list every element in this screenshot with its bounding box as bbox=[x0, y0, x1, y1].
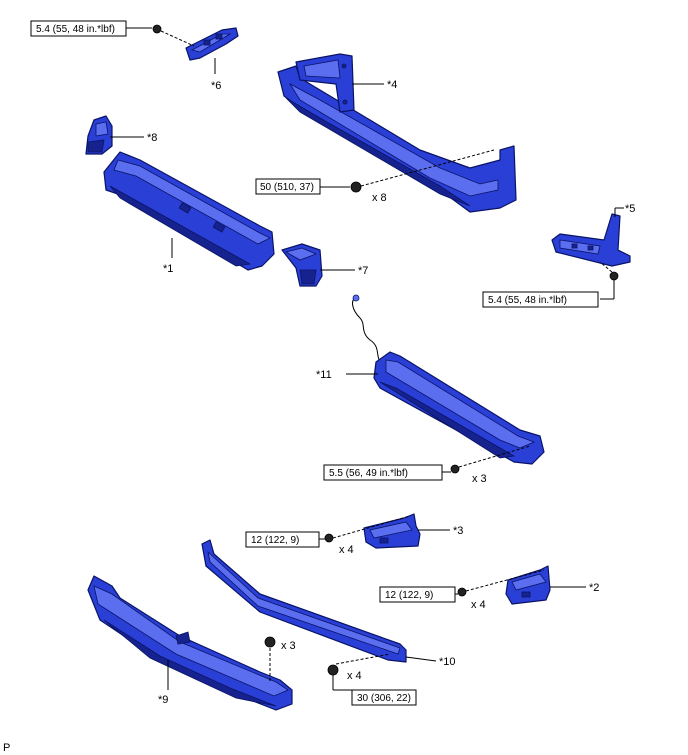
bolt-part-4 bbox=[350, 149, 495, 193]
torque-p2: 12 (122, 9) bbox=[385, 590, 433, 601]
part-10-bar bbox=[201, 539, 407, 663]
bolt-part-3 bbox=[324, 515, 411, 543]
part-5-bracket bbox=[551, 213, 631, 267]
qty-p2: x 4 bbox=[471, 599, 486, 611]
part-1-absorber bbox=[103, 151, 275, 271]
torque-p3: 12 (122, 9) bbox=[251, 535, 299, 546]
bolt-part-2 bbox=[457, 569, 545, 597]
part-11-absorber bbox=[373, 351, 545, 465]
torque-reinforcement: 50 (510, 37) bbox=[260, 182, 314, 193]
bolt-part-11 bbox=[450, 445, 531, 474]
torque-top-left: 5.4 (55, 48 in.*lbf) bbox=[36, 24, 115, 35]
callout-11: *11 bbox=[316, 369, 332, 381]
bolt-part-6 bbox=[152, 24, 195, 47]
part-8-bracket bbox=[85, 115, 113, 155]
qty-absorber: x 3 bbox=[472, 473, 487, 485]
part-4-reinforcement bbox=[277, 53, 517, 213]
callout-5: *5 bbox=[625, 203, 635, 215]
callout-9: *9 bbox=[158, 694, 168, 706]
callout-6: *6 bbox=[211, 80, 221, 92]
callout-10: *10 bbox=[439, 656, 456, 668]
torque-right: 5.4 (55, 48 in.*lbf) bbox=[488, 295, 567, 306]
callout-2: *2 bbox=[589, 582, 599, 594]
torque-box-right bbox=[482, 291, 599, 308]
qty-reinforcement: x 8 bbox=[372, 192, 387, 204]
torque-box-p10 bbox=[351, 689, 417, 706]
torque-absorber: 5.5 (56, 49 in.*lbf) bbox=[329, 468, 408, 479]
bolt-part-9 bbox=[264, 636, 276, 682]
figure-code: P bbox=[3, 742, 10, 754]
callout-7: *7 bbox=[358, 265, 368, 277]
part-3-bracket bbox=[363, 513, 421, 549]
callout-8: *8 bbox=[147, 132, 157, 144]
part-2-bracket bbox=[505, 565, 551, 605]
part-6-bracket bbox=[185, 27, 239, 61]
part-11-wire-harness bbox=[352, 294, 381, 363]
callout-3: *3 bbox=[453, 525, 463, 537]
callout-4: *4 bbox=[387, 79, 397, 91]
part-9-lower-bumper bbox=[87, 575, 293, 711]
qty-p10: x 4 bbox=[347, 670, 362, 682]
qty-p9: x 3 bbox=[281, 640, 296, 652]
callout-1: *1 bbox=[163, 263, 173, 275]
qty-p3: x 4 bbox=[339, 544, 354, 556]
part-7-bracket bbox=[281, 243, 323, 287]
torque-p10: 30 (306, 22) bbox=[357, 693, 411, 704]
